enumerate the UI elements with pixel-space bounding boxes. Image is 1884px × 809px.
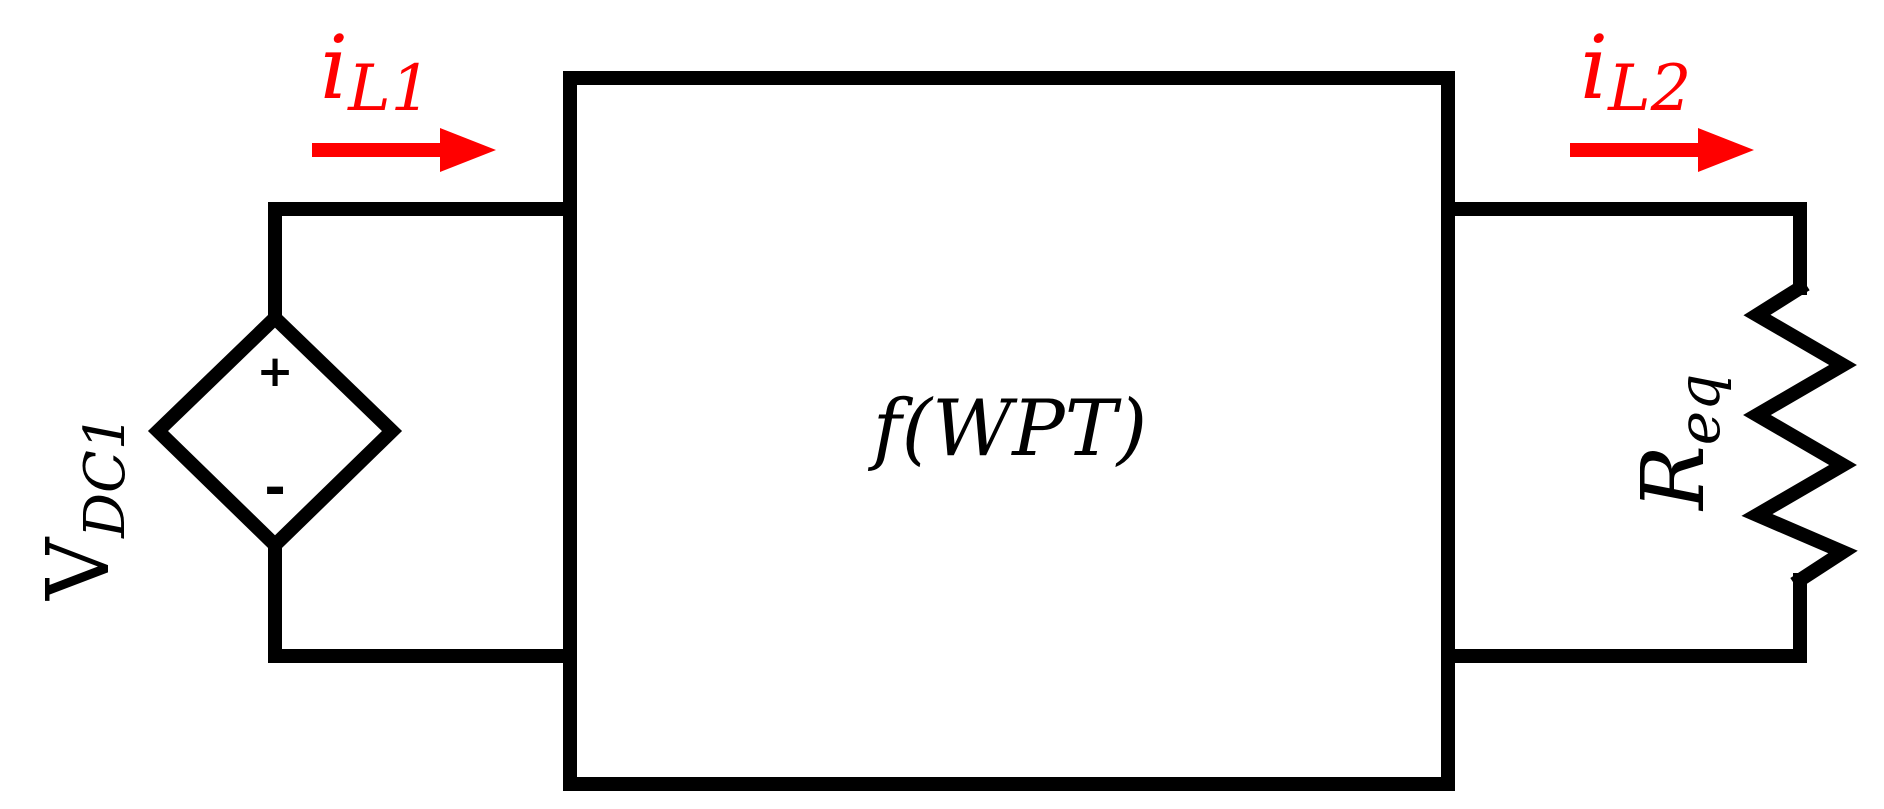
current-in-main: i: [320, 16, 348, 119]
current-in-sub: L1: [347, 52, 431, 126]
source-minus-sign: -: [264, 458, 286, 518]
load-label-main: R: [1624, 445, 1724, 512]
current-in-label: iL1: [320, 16, 431, 126]
block-label: f(WPT): [868, 384, 1147, 474]
current-out-arrowhead: [1698, 128, 1754, 172]
load-bottom-wire: [1441, 573, 1807, 663]
load-top-wire: [1441, 202, 1807, 295]
resistor-symbol: [1741, 278, 1858, 590]
source-bottom-wire: [268, 538, 577, 663]
current-out-sub: L2: [1607, 52, 1691, 126]
wpt-function-block: [563, 71, 1455, 791]
load-label: Req: [1624, 374, 1733, 512]
current-out-main: i: [1580, 16, 1608, 119]
source-label-main: V: [29, 536, 129, 601]
source-top-wire: [268, 202, 577, 325]
current-out-label: iL2: [1580, 16, 1691, 126]
dependent-voltage-source: [147, 308, 403, 555]
current-in-arrowhead: [440, 128, 496, 172]
source-plus-sign: +: [257, 346, 294, 397]
source-label-sub: DC1: [73, 415, 138, 539]
load-label-sub: eq: [1665, 374, 1733, 445]
source-label: VDC1: [29, 415, 138, 601]
